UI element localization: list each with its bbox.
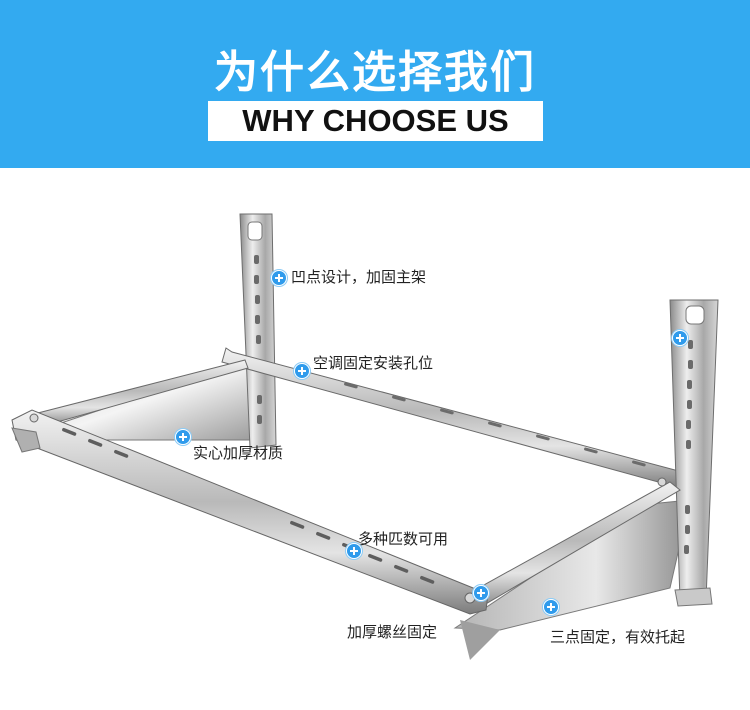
callout-marker-1 — [271, 270, 287, 286]
callout-marker-6 — [473, 585, 489, 601]
callout-label-2: 空调固定安装孔位 — [313, 354, 434, 372]
left-wall-bracket — [239, 213, 277, 449]
callout-marker-3 — [672, 330, 688, 346]
callout-label-1: 凹点设计，加固主架 — [291, 268, 427, 286]
right-gusset-plate — [453, 499, 691, 631]
bracket-photo — [11, 213, 719, 660]
callout-marker-2 — [294, 363, 310, 379]
callout-marker-4 — [175, 429, 191, 445]
callout-label-4: 多种匹数可用 — [358, 530, 449, 548]
header-banner: 为什么选择我们 WHY CHOOSE US — [0, 0, 750, 168]
callout-label-6: 三点固定，有效托起 — [550, 628, 686, 646]
banner-subtitle: WHY CHOOSE US — [242, 103, 509, 138]
front-rail — [11, 409, 489, 615]
callout-label-5: 加厚螺丝固定 — [347, 623, 438, 641]
callout-marker-5 — [346, 543, 362, 559]
banner-title: 为什么选择我们 — [214, 47, 536, 98]
back-rail — [221, 347, 691, 489]
banner-subtitle-box: WHY CHOOSE US — [208, 101, 543, 141]
callout-label-3: 实心加厚材质 — [193, 444, 284, 462]
callout-marker-7 — [543, 599, 559, 615]
